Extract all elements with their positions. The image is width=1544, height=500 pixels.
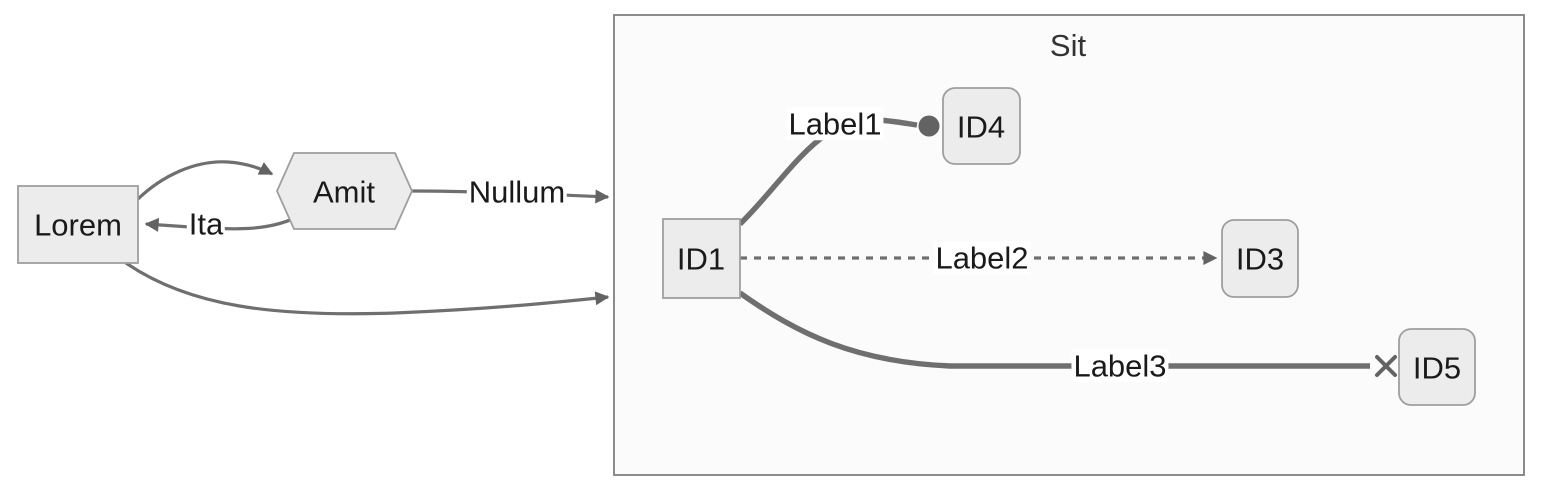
edge-lorem-to-sit — [125, 261, 610, 316]
subgraph-sit-box — [613, 14, 1525, 476]
node-lorem-shape — [17, 185, 139, 264]
edge-id1-to-id5 — [738, 290, 1370, 369]
edge-lorem-to-amit — [136, 160, 274, 201]
edge-label-nullum: Nullum — [466, 174, 568, 210]
node-id5-shape — [1398, 328, 1476, 406]
node-lorem: Lorem — [17, 185, 139, 264]
edge-label-label1: Label1 — [786, 106, 884, 142]
node-id4-label: ID4 — [957, 110, 1005, 145]
node-amit-label: Amit — [313, 175, 375, 210]
node-id4: ID4 — [942, 87, 1021, 165]
node-id3-shape — [1221, 219, 1299, 298]
node-id1-shape — [662, 218, 741, 299]
subgraph-sit-title: Sit — [1050, 28, 1087, 63]
node-id1: ID1 — [662, 218, 741, 299]
edge-label-label3: Label3 — [1071, 348, 1169, 384]
cross-end-marker — [1375, 355, 1397, 377]
node-id4-shape — [942, 87, 1021, 165]
node-lorem-label: Lorem — [34, 208, 122, 243]
node-amit-shape — [276, 152, 413, 230]
node-id3-label: ID3 — [1236, 242, 1284, 277]
node-id5-label: ID5 — [1413, 351, 1461, 386]
subgraph-sit: Sit — [613, 14, 1525, 476]
node-id5: ID5 — [1398, 328, 1476, 406]
edge-label-ita: Ita — [186, 206, 226, 242]
circle-end-marker — [918, 115, 940, 137]
node-amit: Amit — [276, 152, 413, 230]
node-id1-label: ID1 — [677, 242, 725, 277]
edge-label-label2: Label2 — [933, 240, 1031, 276]
node-id3: ID3 — [1221, 219, 1299, 298]
